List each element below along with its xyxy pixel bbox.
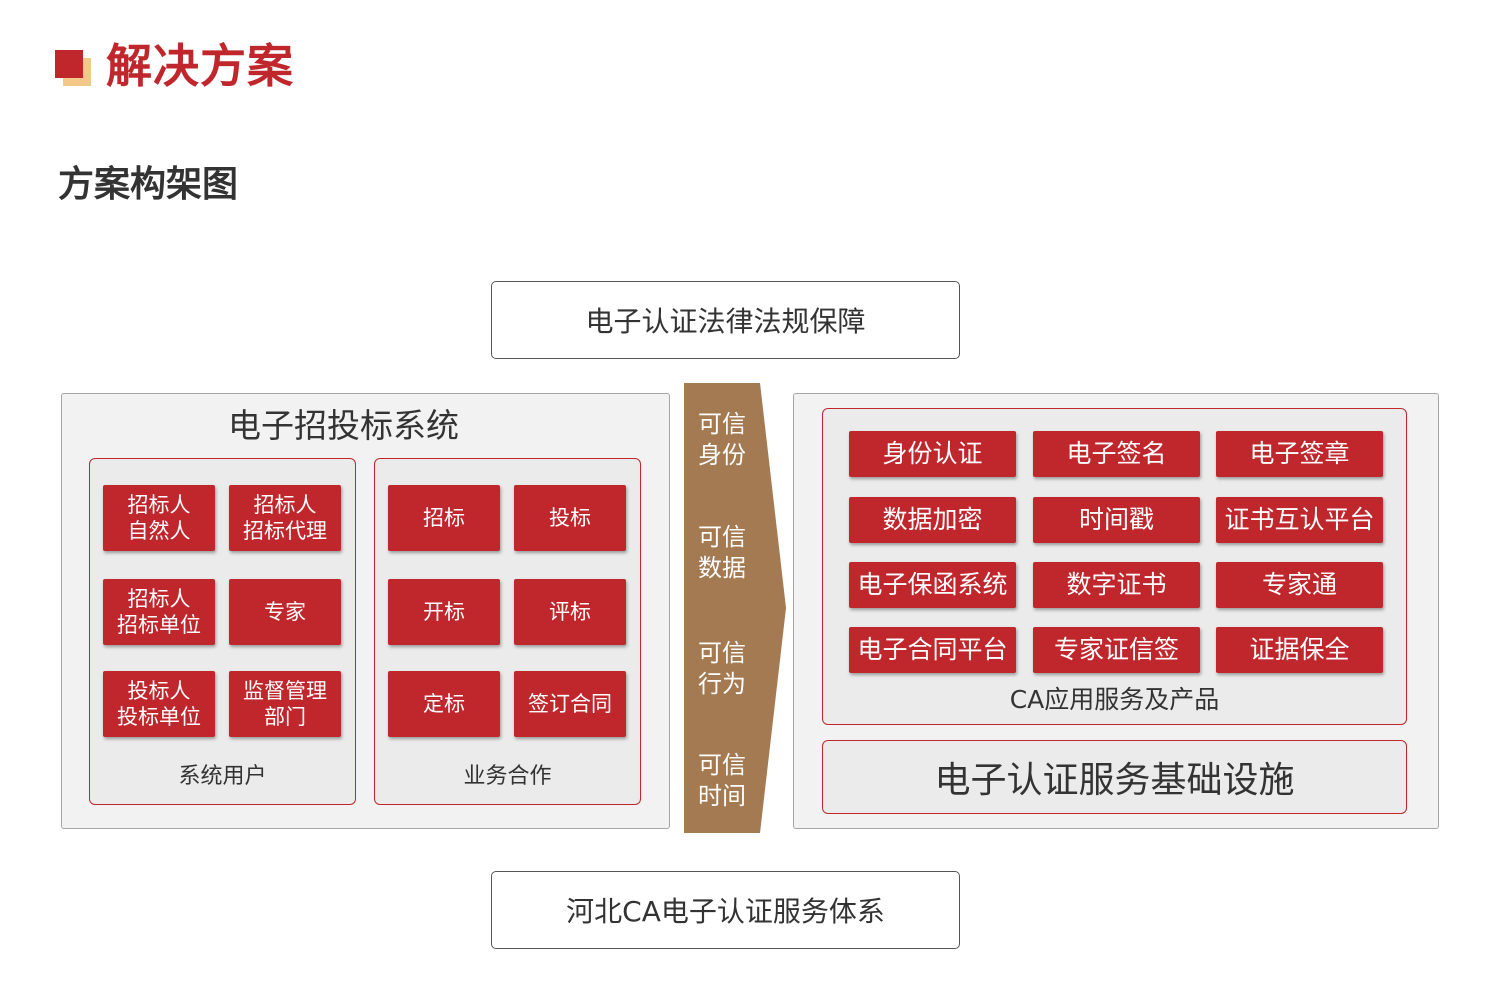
logo-icon <box>55 50 91 86</box>
ca-product-tile: 电子签名 <box>1033 431 1200 477</box>
business-tile: 招标 <box>388 485 500 551</box>
ca-products-label: CA应用服务及产品 <box>1009 685 1220 714</box>
ca-product-tile: 电子合同平台 <box>849 627 1016 673</box>
infrastructure-box: 电子认证服务基础设施 <box>822 740 1407 814</box>
business-tile: 签订合同 <box>514 671 626 737</box>
bidding-system-title: 电子招投标系统 <box>228 406 459 445</box>
ca-product-tile: 证书互认平台 <box>1216 497 1383 543</box>
arrow-label: 可信数据 <box>698 523 746 582</box>
user-tile: 专家 <box>229 579 341 645</box>
business-tile: 开标 <box>388 579 500 645</box>
service-system-banner: 河北CA电子认证服务体系 <box>491 871 960 949</box>
ca-product-tile: 专家证信签 <box>1033 627 1200 673</box>
arrow-label: 可信行为 <box>698 639 746 698</box>
ca-product-tile: 数据加密 <box>849 497 1016 543</box>
user-tile: 招标人自然人 <box>103 485 215 551</box>
business-label: 业务合作 <box>463 764 552 789</box>
legal-guarantee-banner: 电子认证法律法规保障 <box>491 281 960 359</box>
business-tile: 定标 <box>388 671 500 737</box>
ca-product-tile: 数字证书 <box>1033 562 1200 608</box>
section-title: 方案构架图 <box>58 164 239 205</box>
user-tile: 招标人招标单位 <box>103 579 215 645</box>
ca-product-tile: 时间戳 <box>1033 497 1200 543</box>
page-title: 解决方案 <box>106 39 294 93</box>
ca-product-tile: 专家通 <box>1216 562 1383 608</box>
system-users-label: 系统用户 <box>178 764 267 789</box>
ca-product-tile: 电子签章 <box>1216 431 1383 477</box>
business-tile: 评标 <box>514 579 626 645</box>
user-tile: 监督管理部门 <box>229 671 341 737</box>
trust-arrow-icon <box>684 383 786 833</box>
arrow-label: 可信时间 <box>698 751 746 810</box>
ca-product-tile: 证据保全 <box>1216 627 1383 673</box>
ca-product-tile: 电子保函系统 <box>849 562 1016 608</box>
ca-product-tile: 身份认证 <box>849 431 1016 477</box>
business-tile: 投标 <box>514 485 626 551</box>
user-tile: 投标人投标单位 <box>103 671 215 737</box>
arrow-label: 可信身份 <box>698 410 746 469</box>
user-tile: 招标人招标代理 <box>229 485 341 551</box>
